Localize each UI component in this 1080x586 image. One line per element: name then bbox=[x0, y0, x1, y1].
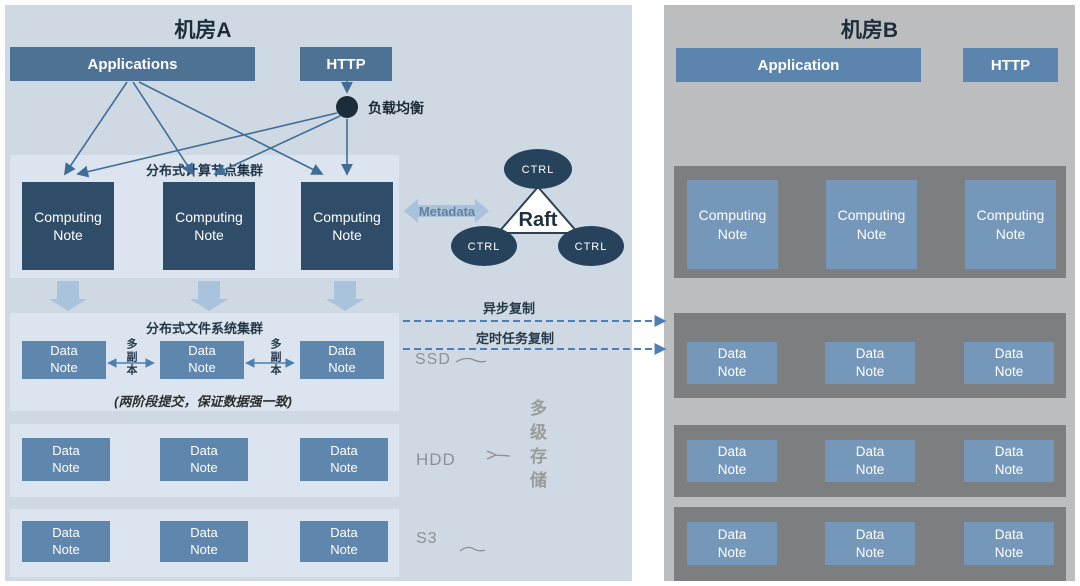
application-box-b: Application bbox=[676, 48, 921, 82]
data-node: Data Note bbox=[300, 341, 384, 379]
room-b-title: 机房B bbox=[840, 19, 899, 42]
computing-node: Computing Note bbox=[163, 182, 255, 270]
computing-cluster-title: 分布式计算节点集群 bbox=[145, 163, 263, 178]
data-node: Data Note bbox=[687, 342, 777, 384]
data-node: Data Note bbox=[687, 440, 777, 482]
multi-replica-label: 多副本 bbox=[125, 338, 137, 377]
data-node: Data Note bbox=[825, 440, 915, 482]
data-node: Data Note bbox=[964, 440, 1054, 482]
load-balancer-label: 负载均衡 bbox=[368, 100, 424, 116]
http-box-a: HTTP bbox=[300, 47, 392, 81]
http-box-b: HTTP bbox=[963, 48, 1058, 82]
s3-tier-label: S3 bbox=[416, 530, 438, 547]
room-a-title: 机房A bbox=[174, 19, 232, 42]
data-node: Data Note bbox=[300, 521, 388, 562]
applications-box-a: Applications bbox=[10, 47, 255, 81]
room-b-panel: 机房B Application HTTP Computing Note Comp… bbox=[664, 5, 1075, 581]
data-node: Data Note bbox=[825, 522, 915, 565]
file-cluster-title: 分布式文件系统集群 bbox=[145, 321, 263, 336]
data-node: Data Note bbox=[160, 341, 244, 379]
async-replication-label: 异步复制 bbox=[483, 301, 536, 316]
data-node: Data Note bbox=[964, 522, 1054, 565]
multi-replica-label: 多副本 bbox=[269, 338, 281, 377]
computing-node: Computing Note bbox=[22, 182, 114, 270]
hdd-tier-label: HDD bbox=[416, 450, 456, 469]
data-node: Data Note bbox=[22, 341, 106, 379]
data-node: Data Note bbox=[160, 521, 248, 562]
data-node: Data Note bbox=[22, 438, 110, 481]
computing-node: Computing Note bbox=[301, 182, 393, 270]
data-node: Data Note bbox=[300, 438, 388, 481]
scheduled-replication-label: 定时任务复制 bbox=[476, 331, 555, 346]
data-node: Data Note bbox=[964, 342, 1054, 384]
computing-node: Computing Note bbox=[687, 180, 778, 269]
ssd-tier-label: SSD bbox=[415, 351, 451, 368]
multi-tier-storage-label: 多级存储 bbox=[527, 399, 546, 495]
data-node: Data Note bbox=[22, 521, 110, 562]
room-a-panel: 机房A Applications HTTP 负载均衡 分布式计算节点集群 Com… bbox=[5, 5, 632, 581]
data-node: Data Note bbox=[825, 342, 915, 384]
computing-node: Computing Note bbox=[965, 180, 1056, 269]
data-node: Data Note bbox=[160, 438, 248, 481]
computing-node: Computing Note bbox=[826, 180, 917, 269]
data-node: Data Note bbox=[687, 522, 777, 565]
two-phase-commit-note: (两阶段提交，保证数据强一致) bbox=[114, 394, 292, 409]
